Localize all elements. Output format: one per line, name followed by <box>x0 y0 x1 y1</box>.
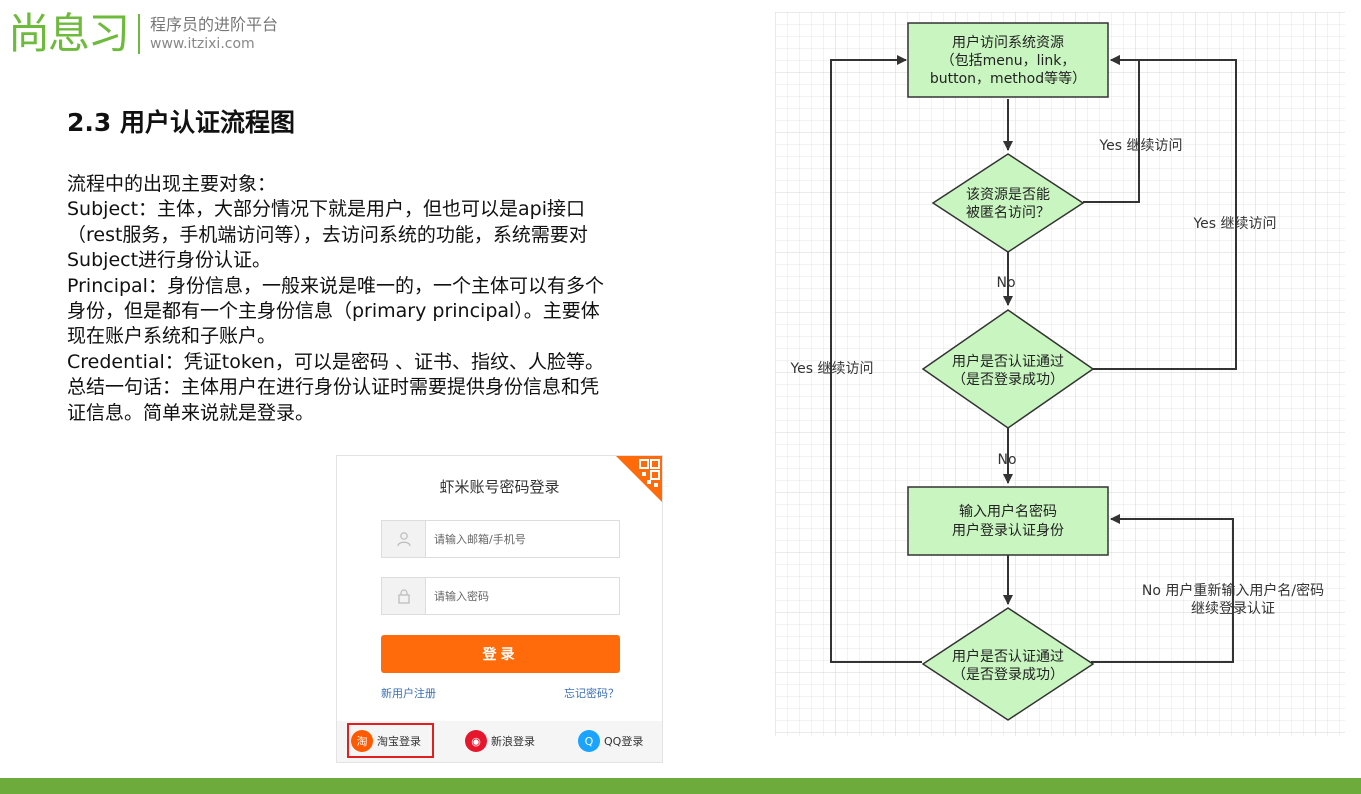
logo-slogan: 程序员的进阶平台 <box>150 15 279 34</box>
taobao-login-label: 淘宝登录 <box>377 735 421 748</box>
node-input-credentials: 输入用户名密码 用户登录认证身份 <box>907 486 1109 556</box>
password-field[interactable] <box>381 577 620 615</box>
d3-line-1: 用户是否认证通过 <box>952 648 1064 665</box>
taobao-icon: 淘 <box>351 730 373 752</box>
qq-login[interactable]: Q QQ登录 <box>578 730 643 752</box>
label-no-1: No <box>996 275 1015 291</box>
node-start-line-3: button，method等等） <box>930 70 1086 87</box>
section-title: 2.3 用户认证流程图 <box>67 108 295 137</box>
user-icon <box>382 521 426 557</box>
body-line-summary: 总结一句话：主体用户在进行身份认证时需要提供身份信息和凭证信息。简单来说就是登录… <box>67 376 600 424</box>
label-retry-line-1: No 用户重新输入用户名/密码 <box>1142 582 1324 599</box>
label-yes-login: Yes 继续访问 <box>789 360 873 377</box>
body-text: 流程中的出现主要对象： Subject：主体，大部分情况下就是用户，但也可以是a… <box>67 172 607 426</box>
username-field[interactable] <box>381 520 620 558</box>
label-no-2: No <box>997 452 1016 468</box>
flowchart-canvas: 用户访问系统资源 （包括menu，link， button，method等等） … <box>775 12 1345 736</box>
input-line-2: 用户登录认证身份 <box>952 522 1064 539</box>
sina-login-label: 新浪登录 <box>491 735 535 748</box>
social-login-bar: 淘 淘宝登录 ◉ 新浪登录 Q QQ登录 <box>337 721 662 762</box>
qr-code-icon[interactable] <box>616 456 662 502</box>
body-line-intro: 流程中的出现主要对象： <box>67 173 277 195</box>
d1-line-2: 被匿名访问？ <box>966 205 1050 221</box>
node-decision-authenticated: 用户是否认证通过 （是否登录成功） <box>921 309 1095 429</box>
body-line-subject: Subject：主体，大部分情况下就是用户，但也可以是api接口（rest服务，… <box>67 198 588 272</box>
forgot-password-link[interactable]: 忘记密码？ <box>564 687 619 700</box>
login-card: 虾米账号密码登录 登录 新用户注册 忘记密码？ 淘 淘宝登录 ◉ 新浪登录 Q … <box>336 455 663 763</box>
node-decision-anonymous: 该资源是否能 被匿名访问？ <box>931 153 1085 253</box>
body-line-principal: Principal：身份信息，一般来说是唯一的，一个主体可以有多个身份，但是都有… <box>67 274 604 348</box>
label-yes-authed: Yes 继续访问 <box>1192 215 1276 232</box>
site-logo[interactable]: 尚息习 程序员的进阶平台 www.itzixi.com <box>8 10 278 58</box>
d3-line-2: （是否登录成功） <box>952 667 1064 683</box>
logo-divider <box>138 14 141 54</box>
register-link[interactable]: 新用户注册 <box>381 687 436 700</box>
password-input[interactable] <box>426 589 616 603</box>
logo-text-block: 程序员的进阶平台 www.itzixi.com <box>150 15 278 53</box>
logo-mark: 尚息习 <box>8 9 130 58</box>
login-button[interactable]: 登录 <box>381 635 620 673</box>
qq-icon: Q <box>578 730 600 752</box>
username-input[interactable] <box>426 532 616 546</box>
label-yes-anonymous: Yes 继续访问 <box>1098 137 1182 154</box>
auth-flowchart: 用户访问系统资源 （包括menu，link， button，method等等） … <box>775 12 1345 736</box>
node-decision-login-success: 用户是否认证通过 （是否登录成功） <box>921 607 1095 721</box>
sina-login[interactable]: ◉ 新浪登录 <box>465 730 535 752</box>
footer-bar <box>0 778 1361 794</box>
node-start-line-2: （包括menu，link， <box>941 53 1076 69</box>
weibo-icon: ◉ <box>465 730 487 752</box>
login-title: 虾米账号密码登录 <box>439 478 560 496</box>
body-line-credential: Credential：凭证token，可以是密码 、证书、指纹、人脸等。 <box>67 350 604 373</box>
input-line-1: 输入用户名密码 <box>959 503 1057 520</box>
taobao-login[interactable]: 淘 淘宝登录 <box>351 730 421 752</box>
edge-d3-no-retry <box>1091 514 1234 663</box>
edge-d3-yes <box>830 55 922 663</box>
node-start-line-1: 用户访问系统资源 <box>952 34 1064 51</box>
d2-line-2: （是否登录成功） <box>952 372 1064 388</box>
d2-line-1: 用户是否认证通过 <box>952 353 1064 370</box>
taobao-highlight-frame <box>347 723 434 758</box>
edge-d2-yes <box>1091 55 1237 370</box>
label-retry-line-2: 继续登录认证 <box>1191 600 1275 617</box>
logo-url: www.itzixi.com <box>150 36 255 52</box>
d1-line-1: 该资源是否能 <box>966 187 1050 203</box>
qq-login-label: QQ登录 <box>604 735 644 748</box>
node-start: 用户访问系统资源 （包括menu，link， button，method等等） <box>907 22 1109 98</box>
lock-icon <box>382 578 426 614</box>
